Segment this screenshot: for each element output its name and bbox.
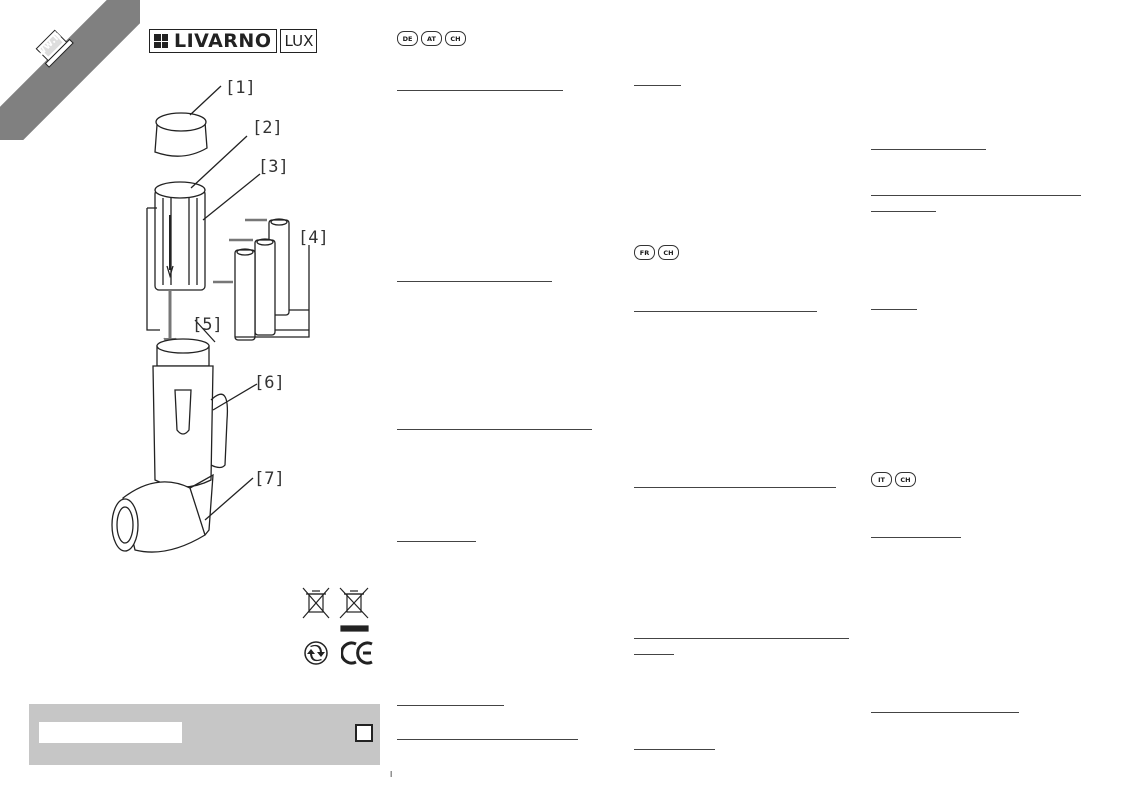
heading-rule (397, 90, 563, 91)
heading-rule (634, 85, 681, 86)
figure-label-3: [3] (258, 157, 289, 177)
language-badges-de: DE AT CH (397, 31, 469, 46)
flashlight-body-part (111, 290, 258, 553)
crossed-bin-icon (302, 587, 330, 619)
heading-rule (871, 149, 986, 150)
heading-rule (871, 712, 1019, 713)
product-code-field (39, 722, 182, 743)
product-code-box (29, 704, 380, 765)
product-code-checkbox (355, 724, 373, 742)
heading-rule (871, 195, 1081, 196)
heading-rule (634, 749, 715, 750)
heading-rule (871, 309, 917, 310)
green-dot-icon (304, 641, 328, 665)
figure-label-5: [5] (192, 315, 223, 335)
service-laptop-icon (35, 29, 74, 68)
figure-label-1: [1] (225, 78, 256, 98)
heading-rule (397, 541, 476, 542)
heading-rule (634, 311, 817, 312)
logo-squares-icon (154, 34, 168, 48)
figure-label-4: [4] (298, 228, 329, 248)
heading-rule (634, 654, 674, 655)
crossed-bin-bar-icon (339, 587, 369, 632)
ce-mark-icon (341, 641, 373, 665)
service-corner-banner: www.lidl-service.com (0, 0, 140, 140)
logo-brand: LIVARNO (174, 30, 272, 52)
language-badges-it: IT CH (871, 472, 919, 487)
heading-rule (634, 487, 836, 488)
heading-rule (397, 705, 504, 706)
badge-it: IT (871, 472, 892, 487)
figure-label-2: [2] (252, 118, 283, 138)
heading-rule (634, 638, 849, 639)
heading-rule (871, 537, 961, 538)
badge-fr: FR (634, 245, 655, 260)
badge-ch: CH (445, 31, 466, 46)
cap-part (154, 85, 222, 157)
figure-label-6: [6] (254, 373, 285, 393)
heading-rule (397, 429, 592, 430)
batteries-part (213, 218, 310, 341)
badge-at: AT (421, 31, 442, 46)
badge-de: DE (397, 31, 418, 46)
battery-holder-part (146, 135, 261, 331)
badge-ch: CH (895, 472, 916, 487)
heading-rule (397, 739, 578, 740)
logo-sub: LUX (280, 29, 318, 53)
language-badges-fr: FR CH (634, 245, 682, 260)
figure-label-7: [7] (254, 469, 285, 489)
brand-logo: LIVARNO LUX (149, 29, 318, 54)
heading-rule (397, 281, 552, 282)
product-exploded-diagram (111, 85, 310, 553)
heading-rule (871, 211, 936, 212)
badge-ch: CH (658, 245, 679, 260)
page-number: I (390, 770, 393, 779)
